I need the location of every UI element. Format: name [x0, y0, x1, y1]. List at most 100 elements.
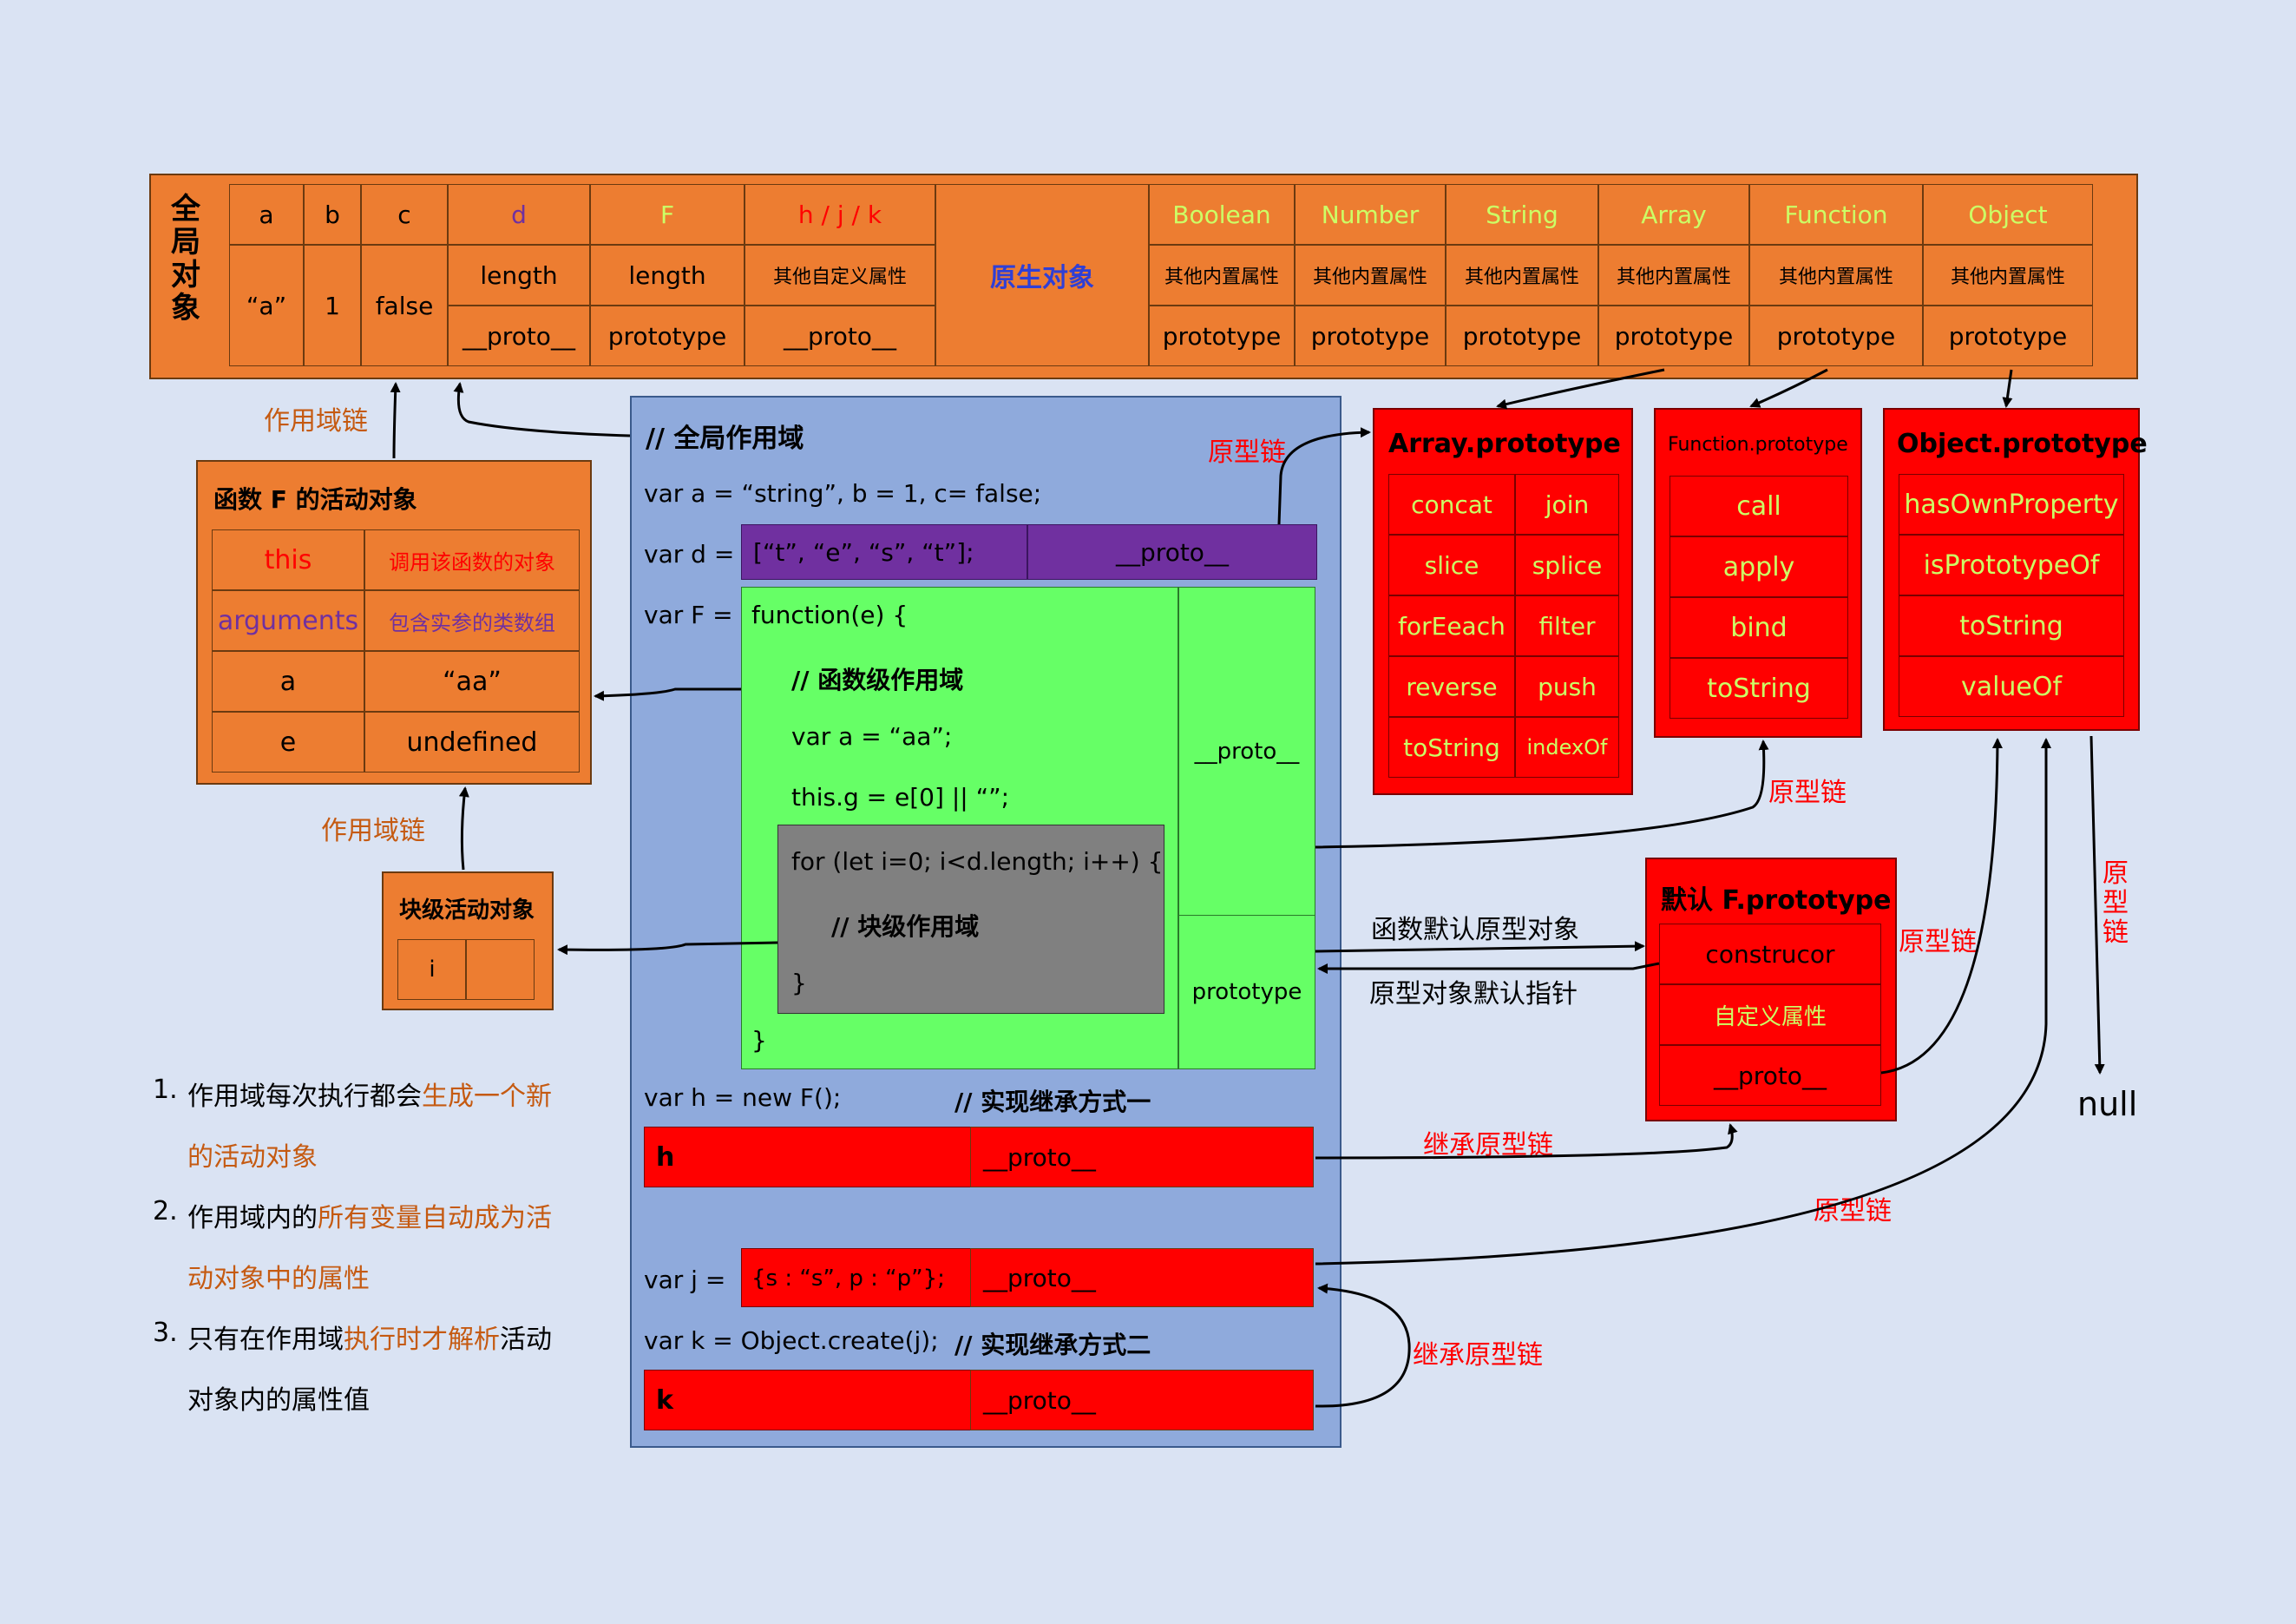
arrow-j-to-object	[1315, 738, 2051, 1266]
global-d-row-0: length	[448, 245, 590, 306]
F-prototype-title: 默认 F.prototype	[1661, 885, 1892, 916]
function-F-prototype: prototype	[1178, 915, 1315, 1069]
proto-chain-label-vertical: 原 型 链	[2102, 858, 2129, 948]
scope-chain-label-2: 作用域链	[321, 816, 425, 846]
global-header-7: Boolean	[1149, 184, 1295, 245]
var-h-comment: // 实现继承方式一	[954, 1088, 1151, 1116]
F-prototype-row-1: 自定义属性	[1659, 984, 1881, 1045]
activation-key-0: this	[212, 529, 364, 590]
note-text: 作用域内的	[187, 1203, 318, 1233]
activation-key-3: e	[212, 712, 364, 773]
function-method-0: call	[1670, 476, 1848, 536]
global-hjk-row-0: 其他自定义属性	[745, 245, 935, 306]
global-header-5: h / j / k	[745, 184, 935, 245]
global-header-1: b	[304, 184, 361, 245]
note-number-1: 2.	[153, 1196, 178, 1226]
arrow-constructor-to-F	[1317, 962, 1660, 974]
global-builtin-9-row-1: prototype	[1446, 306, 1598, 366]
array-method-2-1: filter	[1515, 595, 1619, 656]
global-header-4: F	[590, 184, 745, 245]
array-prototype	[1373, 408, 1633, 795]
F-code-1: function(e) {	[751, 601, 909, 629]
arrow-F-to-activation	[594, 687, 741, 701]
arrow-h-to-Fproto	[1315, 1123, 1738, 1160]
object-method-1: isPrototypeOf	[1899, 535, 2124, 595]
arrow-block-to-activation	[557, 941, 778, 956]
note-highlight: 所有变量自动成为活	[318, 1203, 552, 1233]
F-code-4: this.g = e[0] || “”;	[791, 783, 1010, 812]
scope-chain-label-1: 作用域链	[264, 406, 368, 437]
F-code-3: var a = “aa”;	[791, 722, 953, 751]
for-code-3: }	[791, 969, 807, 997]
global-builtin-8-row-0: 其他内置属性	[1295, 245, 1446, 306]
global-header-11: Function	[1749, 184, 1923, 245]
global-builtin-10-row-0: 其他内置属性	[1598, 245, 1749, 306]
F-code-2: // 函数级作用域	[791, 666, 964, 694]
arrow-d-proto-to-array	[1277, 427, 1371, 525]
object-prototype	[1883, 408, 2140, 731]
note-text-post: 活动	[500, 1325, 552, 1355]
note-line1-2: 只有在作用域执行时才解析活动	[187, 1318, 552, 1356]
global-header-10: Array	[1598, 184, 1749, 245]
array-method-2-0: forEeach	[1388, 595, 1515, 656]
block-scope	[777, 825, 1164, 1014]
note-number-0: 1.	[153, 1075, 178, 1105]
j-proto: __proto__	[970, 1248, 1314, 1307]
block-var-i: i	[397, 939, 467, 1000]
for-code-1: for (let i=0; i<d.length; i++) {	[791, 847, 1164, 876]
activation-object-F	[196, 460, 592, 785]
F-prototype-row-0: construcor	[1659, 924, 1881, 984]
function-F-proto: __proto__	[1178, 587, 1315, 917]
proto-chain-label-d: 原型链	[1208, 437, 1286, 468]
block-activation-object	[382, 871, 554, 1010]
k-name: k	[656, 1385, 673, 1416]
var-k-comment: // 实现继承方式二	[954, 1331, 1151, 1359]
arrow-array-to-proto	[1496, 368, 1665, 410]
for-code-2: // 块级作用域	[831, 912, 980, 941]
function-method-1: apply	[1670, 536, 1848, 597]
j-value: {s : “s”, p : “p”};	[751, 1266, 945, 1292]
global-builtin-12-row-0: 其他内置属性	[1923, 245, 2093, 306]
global-header-3: d	[448, 184, 590, 245]
activation-value-3: undefined	[364, 712, 580, 773]
k-object	[644, 1370, 972, 1430]
activation-key-1: arguments	[212, 590, 364, 651]
function-prototype-title: Function.prototype	[1668, 434, 1848, 456]
activation-key-2: a	[212, 651, 364, 712]
block-var-i-value	[465, 939, 535, 1000]
global-F-row-0: length	[590, 245, 745, 306]
global-header-2: c	[361, 184, 448, 245]
array-method-3-1: push	[1515, 656, 1619, 717]
arrow-scope-chain-2	[458, 786, 469, 871]
global-scope-comment: // 全局作用域	[646, 424, 804, 454]
note-text: 作用域每次执行都会	[187, 1082, 422, 1112]
global-header-8: Number	[1295, 184, 1446, 245]
F-prototype	[1645, 858, 1897, 1121]
note-line2-1: 动对象中的属性	[187, 1257, 370, 1295]
array-method-0-0: concat	[1388, 474, 1515, 535]
proto-chain-label-fn: 原型链	[1768, 778, 1847, 808]
array-method-0-1: join	[1515, 474, 1619, 535]
arrow-F-prototype-to-Fproto	[1315, 941, 1645, 953]
global-d-row-1: __proto__	[448, 306, 590, 366]
object-prototype-title: Object.prototype	[1897, 429, 2148, 459]
note-highlight: 执行时才解析	[344, 1325, 500, 1355]
k-proto: __proto__	[970, 1370, 1314, 1430]
F-close: }	[751, 1026, 767, 1055]
note-highlight-2: 动对象中的属性	[187, 1264, 370, 1294]
arrow-function-to-proto	[1749, 368, 1828, 408]
function-method-3: toString	[1670, 658, 1848, 719]
note-line2-0: 的活动对象	[187, 1135, 318, 1174]
global-value-0: “a”	[229, 245, 304, 366]
global-builtin-12-row-1: prototype	[1923, 306, 2093, 366]
proto-chain-label-j: 原型链	[1814, 1196, 1892, 1226]
edge-default-pointer: 原型对象默认指针	[1369, 979, 1578, 1009]
note-line1-0: 作用域每次执行都会生成一个新	[187, 1075, 552, 1113]
proto-chain-label-fp: 原型链	[1899, 927, 1977, 957]
activation-object-title: 函数 F 的活动对象	[213, 485, 417, 514]
arrow-k-to-j	[1315, 1283, 1411, 1408]
object-method-2: toString	[1899, 595, 2124, 656]
j-object	[741, 1248, 972, 1307]
note-highlight: 生成一个新	[422, 1082, 552, 1112]
var-k-line: var k = Object.create(j);	[644, 1326, 939, 1355]
